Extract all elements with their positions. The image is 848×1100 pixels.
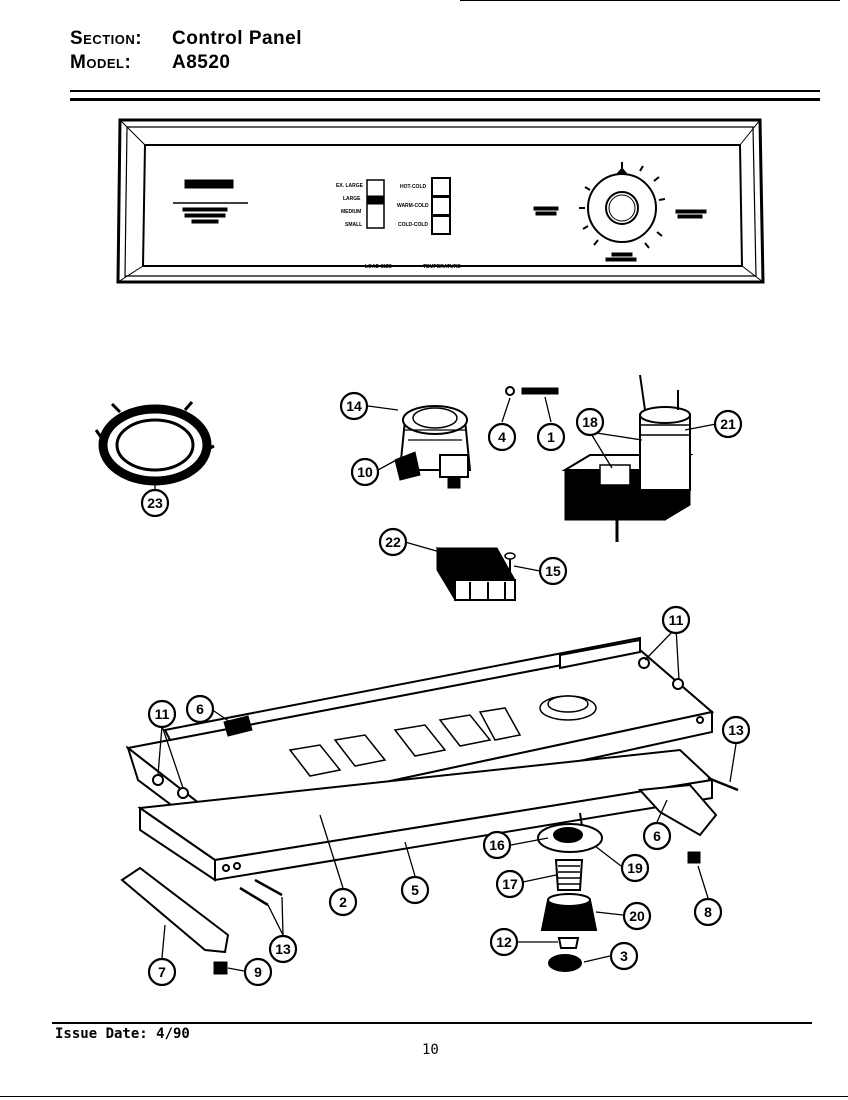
part-6-left-clip [223,715,253,737]
panel-text-labels: EX. LARGE LARGE MEDIUM SMALL HOT-COLD WA… [336,183,461,270]
callout-7: 7 [147,957,177,987]
callout-22: 22 [378,527,408,557]
callout-3: 3 [609,941,639,971]
part-6-right-bracket [637,783,718,837]
callout-13-bottom: 13 [268,934,298,964]
callout-14: 14 [339,391,369,421]
footer-rule [52,1022,812,1024]
page-number: 10 [422,1042,439,1058]
svg-text:3: 3 [620,948,628,964]
svg-text:7: 7 [158,964,166,980]
knob-assembly [537,812,603,972]
svg-text:16: 16 [489,837,505,853]
label-cold-cold: COLD-COLD [398,222,428,228]
section-label: Section: [70,28,143,49]
temp-button-cold [431,215,451,235]
callout-20: 20 [622,901,652,931]
model-number: A8520 [172,52,231,73]
part-15-screw [504,552,516,578]
label-load-size: LOAD SIZE [365,264,392,270]
issue-date: Issue Date: 4/90 [55,1026,190,1042]
label-large: LARGE [343,196,361,202]
callout-11-left: 11 [147,699,177,729]
part-22-block [436,546,516,602]
chassis-brackets [288,695,597,777]
svg-text:8: 8 [704,904,712,920]
brand-logo [184,179,234,189]
callout-18: 18 [575,407,605,437]
callout-13-right: 13 [721,715,751,745]
svg-text:14: 14 [346,398,362,414]
callout-2: 2 [328,887,358,917]
callout-9: 9 [243,957,273,987]
label-hot-cold: HOT-COLD [400,184,426,190]
callout-15: 15 [538,556,568,586]
svg-text:17: 17 [502,876,518,892]
svg-text:6: 6 [196,701,204,717]
label-warm-cold: WARM-COLD [397,203,429,209]
svg-text:1: 1 [547,429,555,445]
dial-ticks [579,162,666,249]
label-medium: MEDIUM [341,209,361,215]
part-23-harness [94,401,215,490]
label-ex-large: EX. LARGE [336,183,364,189]
callout-10: 10 [350,457,380,487]
model-label: Model: [70,52,132,73]
part-8-clip [687,851,701,864]
callout-4: 4 [487,422,517,452]
header-rule-short [460,0,840,1]
svg-text:11: 11 [155,706,170,722]
svg-text:13: 13 [728,722,744,738]
part-13-screws [239,776,739,907]
svg-text:4: 4 [498,429,506,445]
part-10-switch [394,405,472,489]
model-row: Model: A8520 [70,52,230,74]
svg-text:23: 23 [147,495,163,511]
timer-dial [587,173,657,243]
callout-16: 16 [482,830,512,860]
callout-12: 12 [489,927,519,957]
callout-6-left: 6 [185,694,215,724]
callout-17: 17 [495,869,525,899]
callout-11-right: 11 [661,605,691,635]
temp-button-hot [431,177,451,197]
svg-text:2: 2 [339,894,347,910]
svg-text:20: 20 [629,908,645,924]
svg-text:5: 5 [411,882,419,898]
part-7-side-bracket [120,866,230,954]
svg-text:9: 9 [254,964,262,980]
callout-21: 21 [713,409,743,439]
part-1-4-pin [505,386,559,396]
svg-text:19: 19 [627,860,643,876]
label-small: SMALL [345,222,362,228]
svg-text:10: 10 [357,464,373,480]
label-temperature: TEMPERATURE [423,264,461,270]
callout-1: 1 [536,422,566,452]
leader-lines [154,396,737,972]
svg-text:21: 21 [720,416,736,432]
part-9-clip [213,961,228,975]
part-18-timer [561,374,694,542]
bottom-edge-rule [0,1096,848,1097]
header-rule-bottom [70,98,820,101]
svg-text:12: 12 [496,934,512,950]
svg-text:22: 22 [385,534,401,550]
header-rule-top [70,90,820,92]
temp-button-warm [431,196,451,216]
control-panel-front [116,118,765,284]
section-title: Control Panel [172,28,303,49]
svg-text:6: 6 [653,828,661,844]
callout-6-right: 6 [642,821,672,851]
callout-5: 5 [400,875,430,905]
part-5-lower-bracket [137,748,715,882]
svg-text:15: 15 [545,563,561,579]
section-row: Section: Control Panel [70,28,302,50]
callout-19: 19 [620,853,650,883]
svg-text:11: 11 [669,612,684,628]
callout-8: 8 [693,897,723,927]
svg-text:13: 13 [275,941,291,957]
svg-text:18: 18 [582,414,598,430]
callout-23: 23 [140,488,170,518]
